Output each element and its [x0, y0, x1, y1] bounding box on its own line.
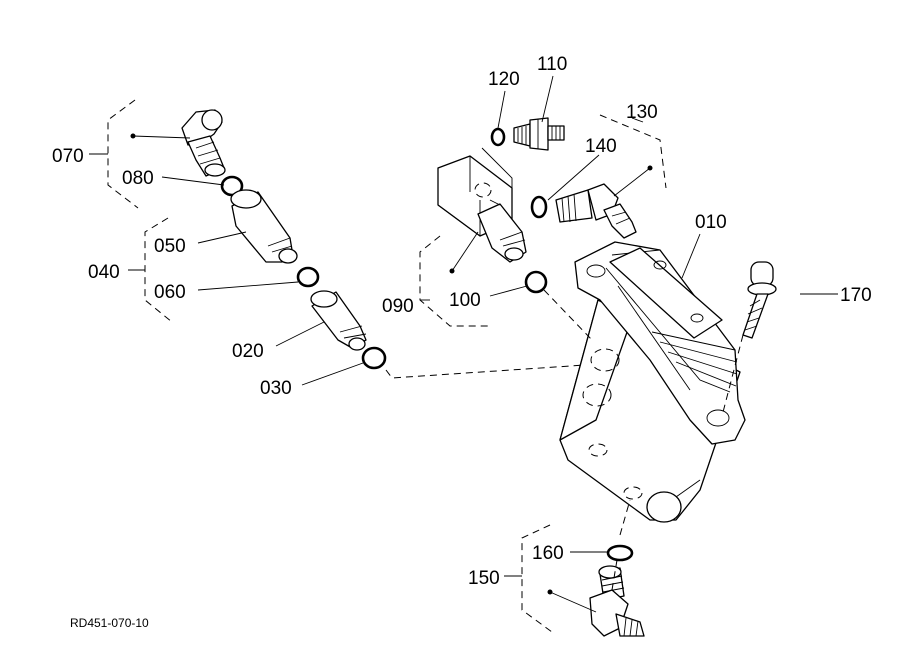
label-120: 120	[488, 69, 520, 90]
reference-code: RD451-070-10	[70, 616, 149, 630]
assembly-bracket	[481, 147, 513, 188]
label-090: 090	[382, 296, 414, 317]
label-160: 160	[532, 543, 564, 564]
o-ring-140	[530, 195, 548, 219]
label-170: 170	[840, 285, 872, 306]
label-100: 100	[449, 290, 481, 311]
label-130: 130	[626, 102, 658, 123]
o-ring-120	[490, 127, 506, 147]
o-ring-060	[296, 266, 320, 288]
leader-lines	[89, 75, 838, 613]
label-040: 040	[88, 262, 120, 283]
control-block-010	[559, 241, 746, 523]
label-110: 110	[537, 54, 567, 75]
label-030: 030	[260, 378, 292, 399]
valve-block-090	[437, 155, 527, 263]
o-ring-100	[524, 270, 548, 294]
o-ring-160	[606, 544, 634, 562]
label-080: 080	[122, 168, 154, 189]
fitting-110	[513, 117, 565, 151]
adapter-050	[230, 189, 298, 264]
label-070: 070	[52, 146, 84, 167]
o-ring-030	[361, 346, 387, 370]
label-050: 050	[154, 236, 186, 257]
label-020: 020	[232, 341, 264, 362]
elbow-fitting-070	[181, 109, 226, 177]
bolt-170	[721, 261, 777, 417]
label-150: 150	[468, 568, 500, 589]
elbow-fitting-130	[555, 183, 637, 239]
label-140: 140	[585, 136, 617, 157]
adapter-020	[310, 290, 367, 351]
label-010: 010	[695, 212, 727, 233]
label-060: 060	[154, 282, 186, 303]
elbow-fitting-150	[589, 565, 645, 637]
